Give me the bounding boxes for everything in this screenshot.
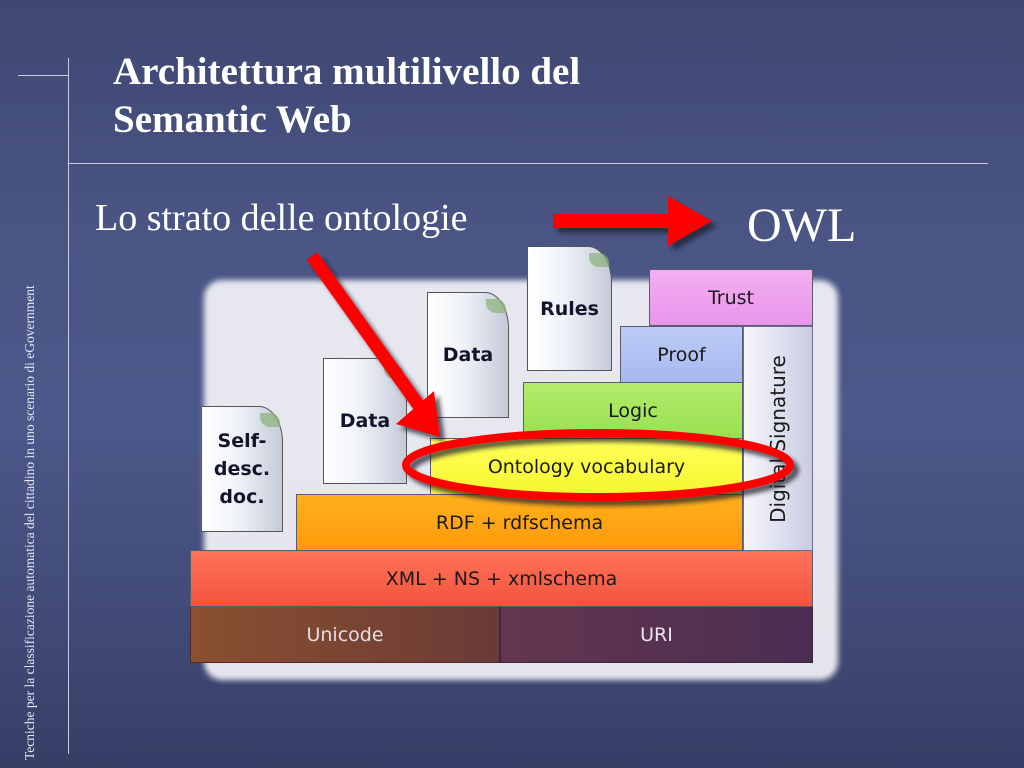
digital-signature-label: Digital Signature bbox=[766, 354, 790, 523]
layer-digital-signature: Digital Signature bbox=[743, 326, 813, 551]
self-desc-line1: Self- bbox=[217, 430, 267, 452]
document-rules: Rules bbox=[527, 246, 612, 371]
side-footer-text: Tecniche per la classificazione automati… bbox=[22, 285, 37, 760]
layer-xml: XML + NS + xmlschema bbox=[190, 550, 813, 607]
layer-proof: Proof bbox=[620, 326, 743, 383]
layer-ontology-vocabulary: Ontology vocabulary bbox=[430, 438, 743, 495]
slide-subtitle: Lo strato delle ontologie bbox=[95, 197, 468, 239]
owl-label: OWL bbox=[747, 199, 857, 252]
document-data-1: Data bbox=[323, 358, 407, 484]
layer-unicode: Unicode bbox=[190, 606, 500, 663]
document-data-2: Data bbox=[427, 292, 509, 418]
layer-logic: Logic bbox=[523, 382, 743, 439]
self-desc-line2: desc. bbox=[213, 458, 271, 480]
layer-rdf: RDF + rdfschema bbox=[296, 494, 743, 551]
document-data-2-label: Data bbox=[442, 344, 494, 366]
document-data-1-label: Data bbox=[339, 410, 391, 432]
frame-corner-line bbox=[18, 75, 68, 76]
arrow-to-owl bbox=[553, 196, 712, 246]
slide-title-line2: Semantic Web bbox=[113, 98, 352, 141]
slide-title: Architettura multilivello del Semantic W… bbox=[113, 48, 813, 144]
layer-trust: Trust bbox=[649, 269, 813, 326]
layer-uri: URI bbox=[500, 606, 813, 663]
title-divider-line bbox=[68, 163, 988, 164]
slide-title-line1: Architettura multilivello del bbox=[113, 50, 581, 93]
frame-vertical-line bbox=[68, 58, 69, 754]
document-rules-label: Rules bbox=[540, 297, 599, 320]
document-self-desc: Self- desc. doc. bbox=[201, 406, 283, 532]
self-desc-line3: doc. bbox=[219, 486, 265, 508]
